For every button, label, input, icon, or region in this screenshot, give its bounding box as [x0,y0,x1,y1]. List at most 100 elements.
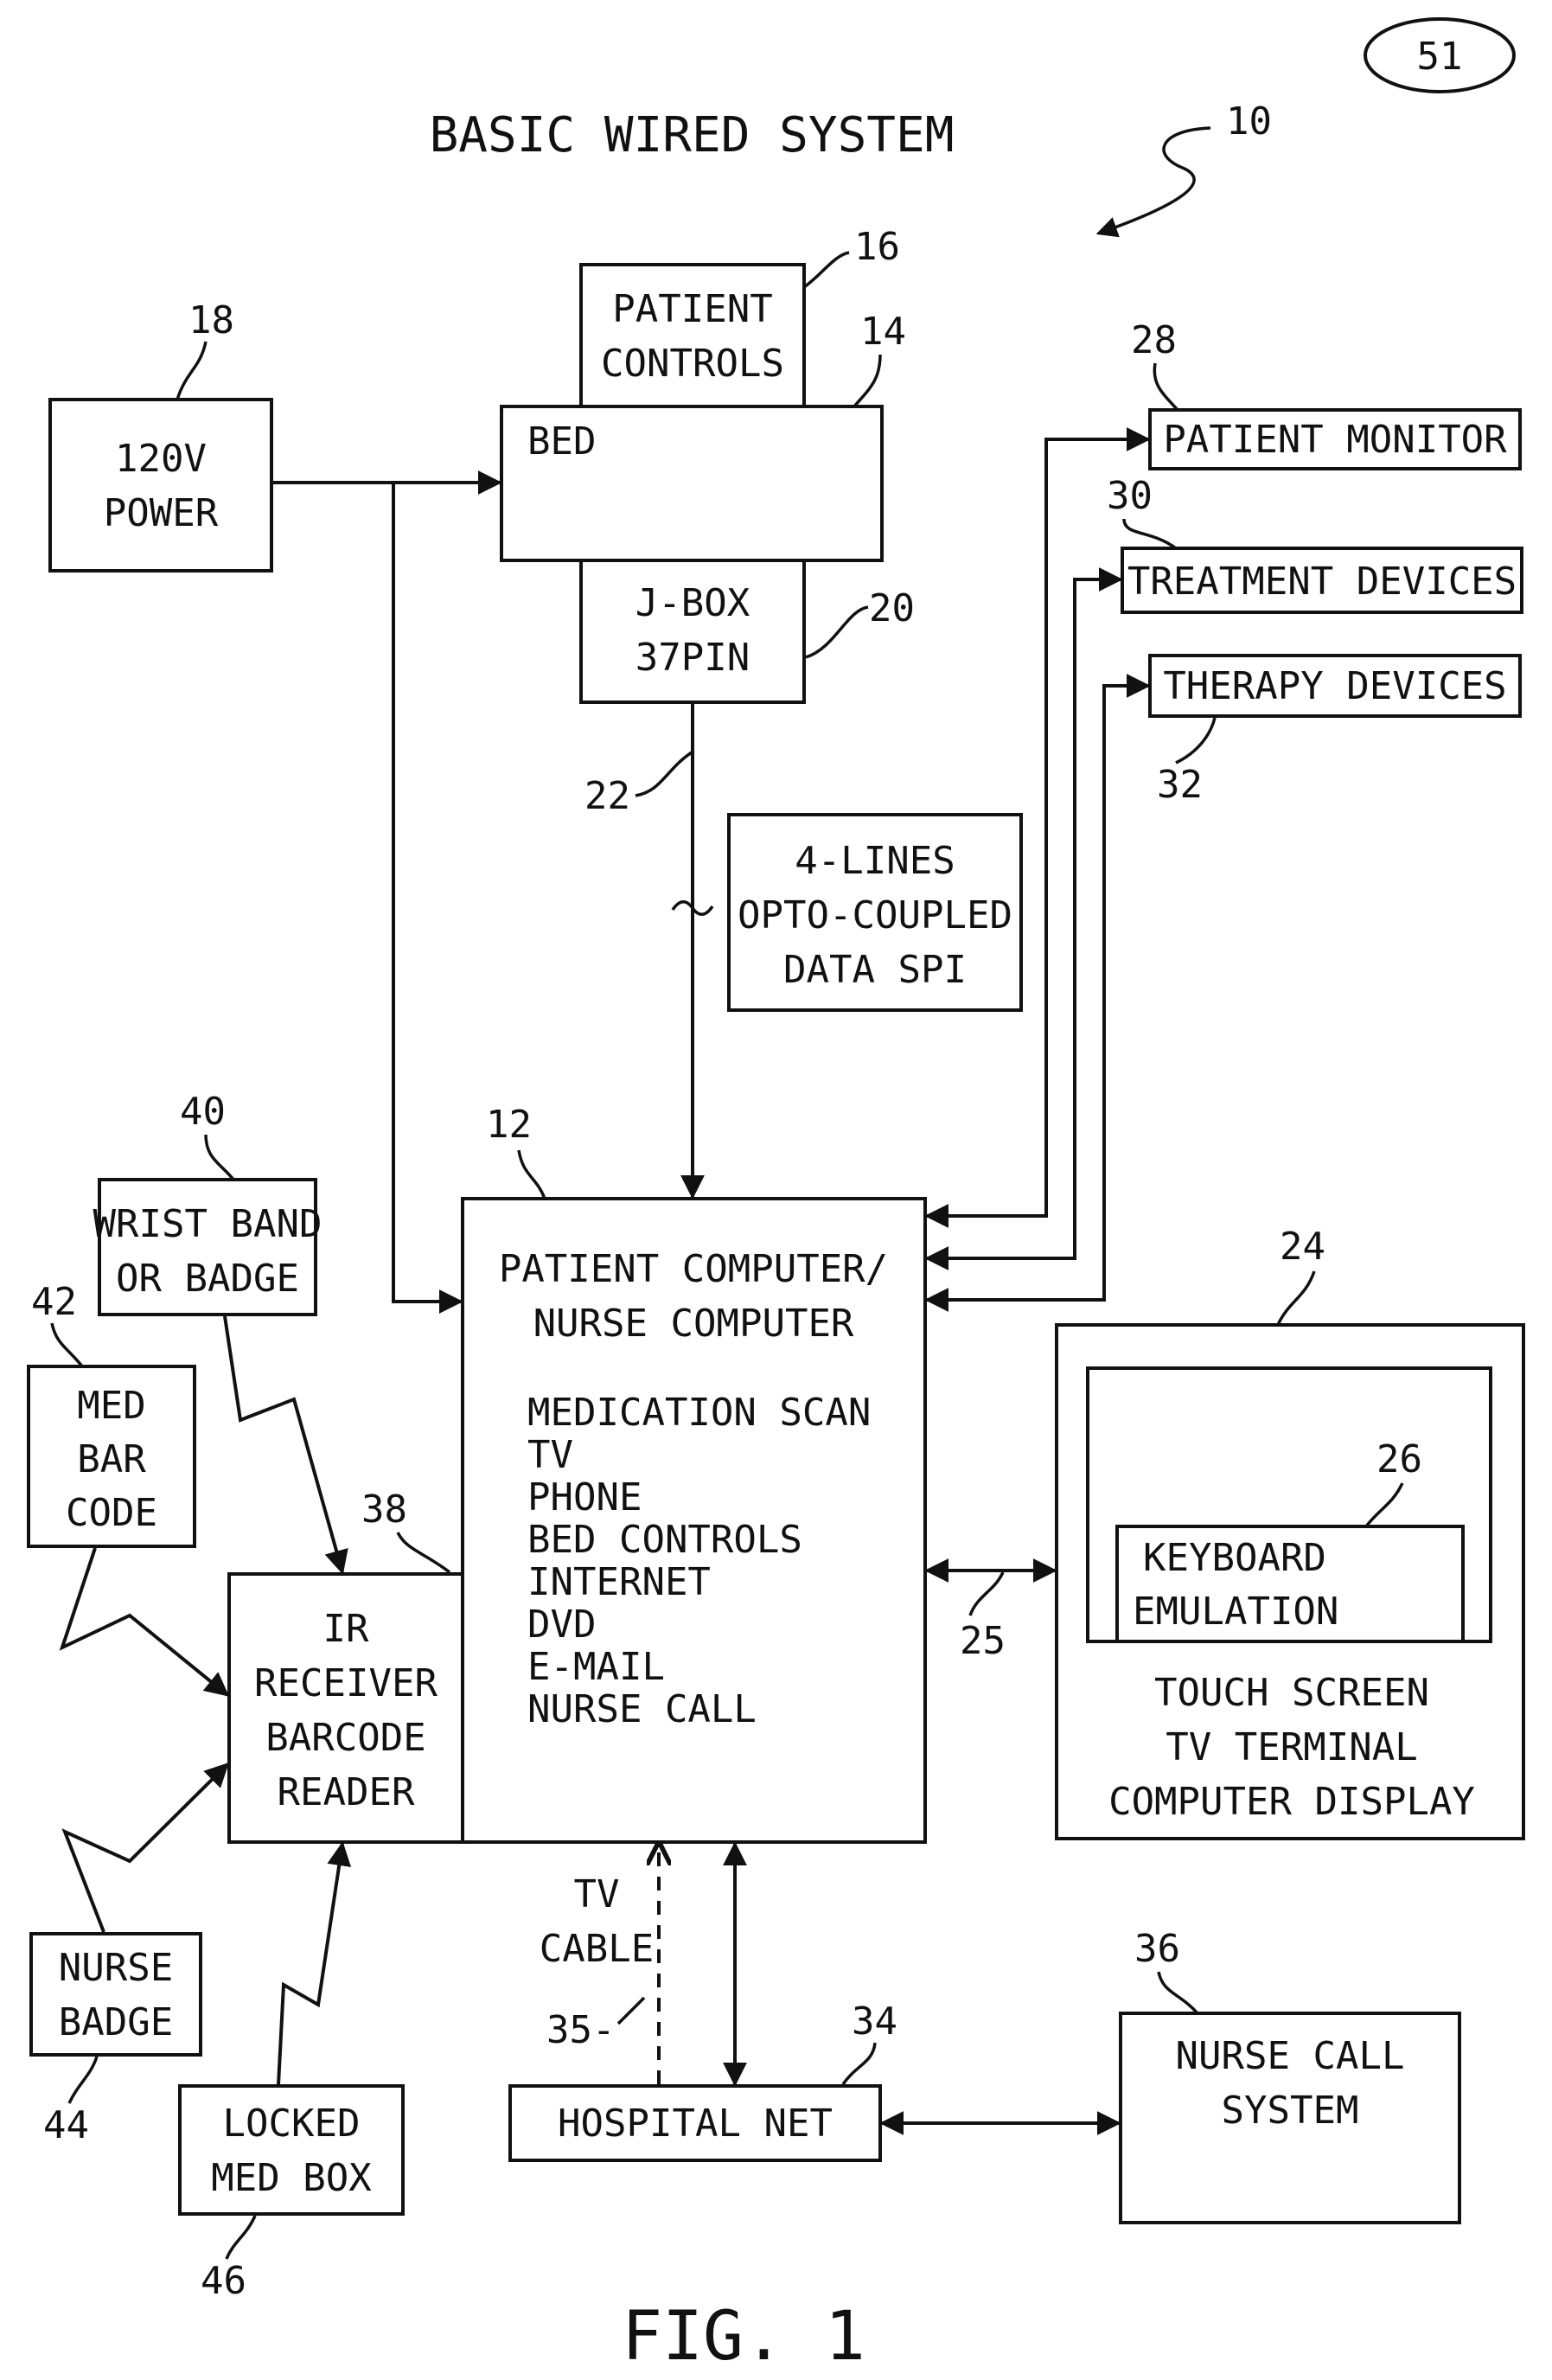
computer-item-dvd: DVD [527,1603,596,1647]
patient-monitor-ref-leader [1154,363,1178,410]
computer-item-phone: PHONE [527,1475,642,1519]
ref-locked-medbox: 46 [201,2259,246,2303]
ref-patient-monitor: 28 [1131,318,1177,362]
computer-item-bed-controls: BED CONTROLS [527,1518,802,1562]
nurse-badge-ref-leader [69,2057,97,2103]
locked-medbox-line-2: MED BOX [211,2156,372,2200]
patient-monitor-label: PATIENT MONITOR [1163,418,1507,462]
ref-bed: 14 [860,310,906,354]
med-barcode-line-2: BAR [77,1437,146,1481]
ref-keyboard: 26 [1376,1437,1422,1481]
locked-medbox-ref-leader [227,2216,255,2259]
therapy-devices-ref-leader [1176,718,1215,763]
keyboard-ref-leader [1366,1483,1402,1526]
treatment-devices-ref-leader [1124,519,1176,548]
touch-screen-ref-leader [1278,1271,1314,1325]
ref-ir-receiver: 38 [361,1488,407,1532]
opto-line-3: DATA SPI [783,948,967,992]
computer-item-nurse-call: NURSE CALL [527,1687,757,1731]
wristband-ref-leader [206,1135,233,1180]
nurse-call-line-2: SYSTEM [1222,2089,1359,2133]
patient-controls-ref-leader [804,253,849,287]
wristband-line-1: WRIST BAND [93,1202,323,1246]
medbox-ir-link [278,1844,342,2084]
hospital-net-ref-leader [843,2043,875,2084]
system-ref-leader [1098,128,1210,234]
ref-nurse-call: 36 [1134,1927,1180,1971]
ref-therapy-devices: 32 [1157,763,1203,807]
ref-treatment-devices: 30 [1107,474,1153,518]
ref-wristband: 40 [180,1090,226,1134]
ir-receiver-line-4: READER [278,1770,415,1814]
computer-ref-leader [519,1150,545,1199]
bed-label: BED [527,419,596,464]
patient-controls-line-2: CONTROLS [601,342,784,386]
tv-cable-label-1: TV [574,1872,620,1916]
ref-jbox: 20 [869,586,915,630]
nurse-badge-line-1: NURSE [59,1946,173,1990]
opto-line-1: 4-LINES [795,839,955,883]
ref-touch-screen: 24 [1280,1225,1325,1269]
ir-receiver-line-1: IR [323,1607,369,1651]
computer-to-therapy-line [927,686,1148,1300]
ref-nurse-badge: 44 [43,2103,89,2147]
power-to-computer-line [393,483,461,1302]
jbox-line-2: 37PIN [635,636,750,680]
computer-to-patient-monitor-line [927,439,1148,1216]
computer-item-internet: INTERNET [527,1560,711,1604]
med-barcode-ir-link [62,1548,227,1695]
keyboard-line-2: EMULATION [1133,1590,1338,1634]
bed-ref-leader [854,355,880,406]
ref-display-link: 25 [960,1619,1006,1663]
med-barcode-line-3: CODE [66,1491,157,1535]
ref-power: 18 [188,298,234,342]
computer-header-2: NURSE COMPUTER [533,1302,854,1346]
ref-tv-cable: 35- [546,2008,615,2052]
jbox-ref-leader [806,607,868,657]
touch-screen-line-1: TOUCH SCREEN [1154,1671,1429,1715]
touch-screen-line-2: TV TERMINAL [1166,1725,1417,1769]
display-link-ref-leader [970,1572,1003,1615]
page-number: 51 [1417,35,1463,79]
computer-item-medication-scan: MEDICATION SCAN [527,1391,871,1435]
ref-jbox-link: 22 [584,774,630,818]
power-line-2: POWER [104,491,219,535]
hospital-net-label: HOSPITAL NET [558,2102,833,2146]
opto-line-2: OPTO-COUPLED [738,893,1012,937]
figure-label: FIG. 1 [622,2298,865,2376]
ref-patient-controls: 16 [854,225,900,269]
ir-receiver-line-3: BARCODE [265,1716,425,1760]
nurse-call-line-1: NURSE CALL [1176,2034,1405,2078]
locked-medbox-line-1: LOCKED [223,2102,361,2146]
tv-cable-label-2: CABLE [540,1927,654,1971]
jbox-link-ref-leader [635,752,692,796]
diagram-title: BASIC WIRED SYSTEM [430,107,955,163]
ref-system: 10 [1226,99,1272,144]
wristband-ir-link [225,1316,342,1572]
touch-screen-line-3: COMPUTER DISPLAY [1108,1780,1475,1824]
nurse-badge-ir-link [65,1764,227,1932]
ref-computer: 12 [486,1103,532,1147]
therapy-devices-label: THERAPY DEVICES [1163,664,1506,708]
ir-receiver-line-2: RECEIVER [254,1661,437,1705]
power-line-1: 120V [115,437,207,481]
ir-receiver-ref-leader [398,1532,450,1572]
ref-hospital-net: 34 [852,1999,897,2044]
nurse-call-ref-leader [1159,1972,1198,2013]
power-box [50,400,271,571]
keyboard-line-1: KEYBOARD [1143,1536,1326,1580]
wristband-line-2: OR BADGE [116,1257,299,1301]
nurse-badge-line-2: BADGE [59,2000,173,2044]
power-ref-leader [177,342,206,400]
patient-controls-line-1: PATIENT [612,287,772,331]
computer-item-tv: TV [527,1433,573,1477]
treatment-devices-label: TREATMENT DEVICES [1127,560,1517,604]
jbox-line-1: J-BOX [635,581,750,625]
tv-cable-ref-leader [618,1998,644,2024]
computer-header-1: PATIENT COMPUTER/ [499,1247,888,1291]
med-barcode-ref-leader [52,1323,82,1366]
computer-item-email: E-MAIL [527,1645,665,1689]
med-barcode-line-1: MED [77,1384,145,1428]
ref-med-barcode: 42 [31,1280,77,1324]
